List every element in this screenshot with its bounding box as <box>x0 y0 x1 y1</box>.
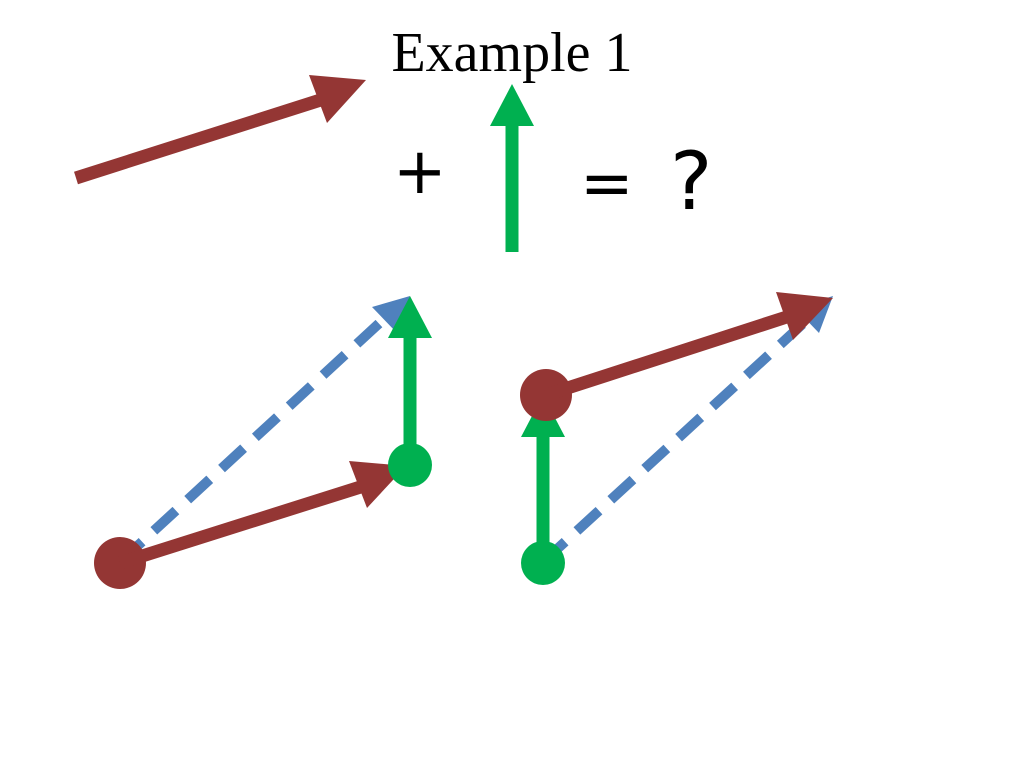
vector-a-arrowhead <box>309 75 366 123</box>
vector-b-arrowhead <box>490 84 534 126</box>
red-vector-left-shaft <box>118 477 372 570</box>
equals-sign: = <box>580 147 634 221</box>
equation-vector-a <box>74 75 366 185</box>
equation-vector-b <box>490 84 534 252</box>
diagram-b-then-a <box>520 292 833 585</box>
slide-title: Example 1 <box>391 22 633 84</box>
red-vector-right-arrowhead <box>776 292 833 340</box>
resultant-right-shaft <box>539 304 824 566</box>
red-vector-right-shaft <box>543 307 799 402</box>
vector-a-shaft <box>74 90 332 185</box>
green-vector-left-arrowhead <box>388 296 432 338</box>
question-mark: ? <box>670 135 713 228</box>
diagram-a-then-b <box>94 296 432 589</box>
plus-sign: + <box>393 135 447 209</box>
resultant-left-arrowhead <box>372 296 410 332</box>
resultant-left-shaft <box>116 302 402 566</box>
